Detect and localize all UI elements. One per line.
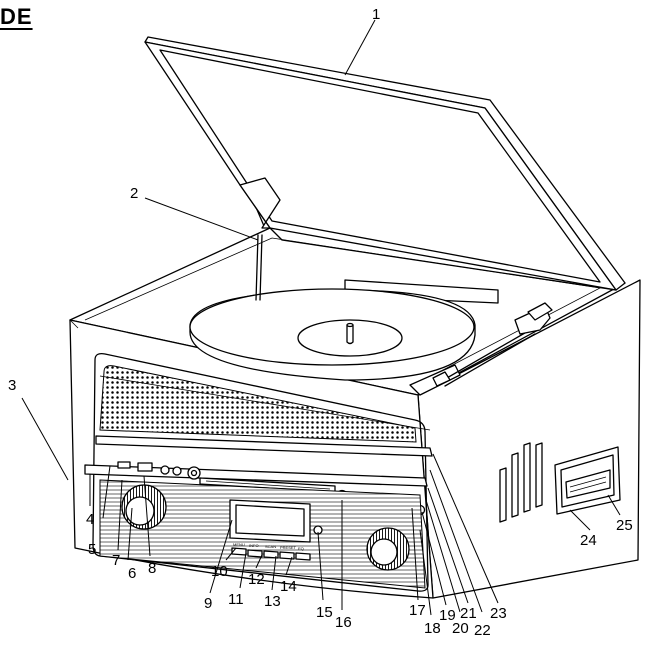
callout-5: 5 [88,541,96,558]
panel-button-2 [247,549,263,558]
callout-18: 18 [424,620,441,637]
callout-23: 23 [490,605,507,622]
callout-4: 4 [86,511,94,528]
panel-button-1 [231,547,247,556]
callout-9: 9 [204,595,212,612]
panel-buttons: MENU INFO SCAN PRESET EQ [231,542,311,561]
callout-6: 6 [128,565,136,582]
callout-16: 16 [335,614,352,631]
callout-7: 7 [112,552,120,569]
callout-10: 10 [211,563,228,580]
callout-21: 21 [460,605,477,622]
display-window [229,499,323,543]
left-knob [121,484,167,530]
callout-12: 12 [248,571,265,588]
panel-button-label-2: INFO [249,543,259,548]
panel-button-4 [279,551,295,560]
panel-button-5 [295,552,311,561]
panel-button-label-4: PRESET [280,545,297,550]
panel-button-3 [263,550,279,559]
callout-20: 20 [452,620,469,637]
sd-slot [137,462,153,472]
panel-button-label-5: EQ [298,546,304,551]
leader-lines [21,19,621,616]
page-heading: DE [0,4,33,29]
callout-2: 2 [130,185,138,202]
button-left-2 [172,466,182,476]
callout-17: 17 [409,602,426,619]
panel-button-label-1: MENU [233,542,245,547]
callout-25: 25 [616,517,633,534]
turntable [189,279,553,396]
callout-8: 8 [148,560,156,577]
spindle [346,324,354,345]
right-knob [366,527,410,571]
side-vents [499,442,543,523]
usb-port [117,461,131,469]
callout-24: 24 [580,532,597,549]
tone-arm [439,329,531,383]
button-left-1 [160,465,170,475]
panel-button-label-3: SCAN [265,544,276,549]
callout-1: 1 [372,6,380,23]
callout-15: 15 [316,604,333,621]
dust-cover [144,36,626,291]
callout-3: 3 [8,377,16,394]
callout-14: 14 [280,578,297,595]
callout-11: 11 [228,591,244,608]
callout-19: 19 [439,607,456,624]
callout-22: 22 [474,622,491,639]
speaker-grille [99,365,417,443]
callout-13: 13 [264,593,281,610]
cassette-deck [554,446,621,515]
callout-numbers: 1 2 3 4 5 6 7 8 9 10 11 12 13 14 15 16 1… [8,6,633,639]
